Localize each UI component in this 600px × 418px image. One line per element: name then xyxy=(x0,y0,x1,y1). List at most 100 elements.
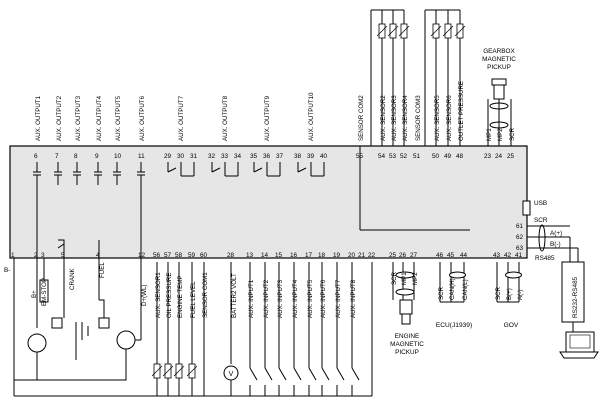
converter-label: RS232-RS485 xyxy=(572,276,579,318)
relay-output-label: AUX. OUTPUT10 xyxy=(308,92,315,141)
crank-contact xyxy=(57,243,65,249)
crank-label: CRANK xyxy=(69,267,76,290)
ecu-pin-label: CAN(H) xyxy=(449,278,456,300)
terminal-number: 14 xyxy=(261,252,269,259)
terminal-number: 53 xyxy=(389,153,397,160)
terminal-number: 34 xyxy=(234,153,242,160)
relay-output-label: AUX. OUTPUT8 xyxy=(222,95,229,141)
terminal-number: 59 xyxy=(188,252,196,259)
terminal-number: 30 xyxy=(177,153,185,160)
usb-port xyxy=(522,200,531,216)
relay-contact xyxy=(253,167,263,173)
terminal-number: 56 xyxy=(153,252,161,259)
terminal-number: 26 xyxy=(399,252,407,259)
sensor-adjust-arrow xyxy=(151,365,163,377)
terminal-number: 39 xyxy=(307,153,315,160)
voltmeter-label: V xyxy=(229,371,234,378)
rs485-pin-label: B(-) xyxy=(550,241,561,248)
terminal-number: 24 xyxy=(495,153,503,160)
output-label: AUX. OUTPUT2 xyxy=(56,95,63,141)
engine-pickup-title: ENGINE xyxy=(395,333,420,340)
terminal-number: 54 xyxy=(378,153,386,160)
engine-shield xyxy=(395,288,415,296)
gearbox-pin-label: MP2 xyxy=(497,128,504,141)
terminal-number: 19 xyxy=(333,252,341,259)
battery-minus-label: B- xyxy=(4,267,10,274)
sensor-bottom-label: ENGINE TEMP xyxy=(177,275,184,318)
terminal-number: 22 xyxy=(368,252,376,259)
ecu-shield xyxy=(449,271,466,279)
terminal-number: 40 xyxy=(320,153,328,160)
gearbox-title: PICKUP xyxy=(487,64,511,71)
output-label: AUX. OUTPUT1 xyxy=(35,95,42,141)
terminal-number: 5 xyxy=(61,252,65,259)
estop-label: EM-STOP xyxy=(41,278,48,306)
engine-pickup-body xyxy=(399,299,413,315)
terminal-number: 32 xyxy=(208,153,216,160)
terminal-number: 41 xyxy=(515,252,523,259)
engine-pickup-pin-label: MP1 xyxy=(401,272,408,285)
sensor-adjust-arrow xyxy=(442,25,454,37)
input-switch xyxy=(336,367,345,381)
sensor-label: AUX. SENSOR2 xyxy=(380,95,387,141)
battery-plus-label: B+ xyxy=(31,290,38,298)
input-label: AUX. INPUT1 xyxy=(248,279,255,318)
gearbox-pin-label: MP1 xyxy=(486,128,493,141)
battery2-label: BATTER2 VOLT xyxy=(231,273,238,318)
gov-pin-label: SCR xyxy=(495,286,502,300)
terminal-number: 62 xyxy=(516,234,524,241)
output-label: AUX. OUTPUT4 xyxy=(96,95,103,141)
gearbox-pin-label: SCR xyxy=(509,127,516,141)
terminal-number: 25 xyxy=(507,153,515,160)
terminal-number: 23 xyxy=(484,153,492,160)
engine-pickup-pin-label: SCR xyxy=(391,271,398,285)
relay-contact xyxy=(297,167,307,173)
sensor-adjust-arrow xyxy=(162,365,174,377)
terminal-number: 18 xyxy=(318,252,326,259)
output-label: AUX. OUTPUT6 xyxy=(139,95,146,141)
terminal-number: 43 xyxy=(493,252,501,259)
ecu-pin-label: CAN(L) xyxy=(462,279,469,300)
gearbox-title: GEARBOX xyxy=(483,48,515,55)
motor-ground xyxy=(14,352,38,381)
terminal-number: 17 xyxy=(305,252,313,259)
output-label: AUX. OUTPUT5 xyxy=(115,95,122,141)
terminal-number: 57 xyxy=(164,252,172,259)
terminal-number: 45 xyxy=(447,252,455,259)
sensor-label: AUX. SENSOR4 xyxy=(402,95,409,141)
terminal-number: 52 xyxy=(400,153,408,160)
relay-contact xyxy=(167,167,177,173)
engine-pickup-title: PICKUP xyxy=(395,349,419,356)
sensor-bottom-label: OIL PRESSURE xyxy=(166,272,173,318)
terminal-number: 27 xyxy=(410,252,418,259)
gov-name: GOV xyxy=(504,322,519,329)
fuel-relay xyxy=(98,317,110,329)
engine-pickup-title: MAGNETIC xyxy=(390,341,424,348)
sensor-adjust-arrow xyxy=(454,25,466,37)
terminal-number: 60 xyxy=(200,252,208,259)
terminal-number: 15 xyxy=(275,252,283,259)
gov-shield xyxy=(505,271,522,279)
input-label: AUX. INPUT5 xyxy=(307,279,314,318)
terminal-number: 13 xyxy=(246,252,254,259)
crank-relay xyxy=(51,317,63,329)
sensor-adjust-arrow xyxy=(430,25,442,37)
sensor-adjust-arrow xyxy=(173,365,185,377)
relay-output-label: AUX. OUTPUT9 xyxy=(264,95,271,141)
usb-scr-label: SCR xyxy=(534,217,548,224)
gearbox-pickup-head xyxy=(491,78,507,86)
terminal-number: 28 xyxy=(227,252,235,259)
input-switch xyxy=(351,367,360,381)
terminal-number: 8 xyxy=(74,153,78,160)
input-label: AUX. INPUT4 xyxy=(292,279,299,318)
terminal-number: 29 xyxy=(164,153,172,160)
input-label: AUX. INPUT7 xyxy=(335,279,342,318)
terminal-number: 3 xyxy=(41,252,45,259)
sensor-adjust-arrow xyxy=(398,25,410,37)
terminal-number: 21 xyxy=(358,252,366,259)
terminal-number: 37 xyxy=(276,153,284,160)
engine-shield xyxy=(395,271,415,279)
